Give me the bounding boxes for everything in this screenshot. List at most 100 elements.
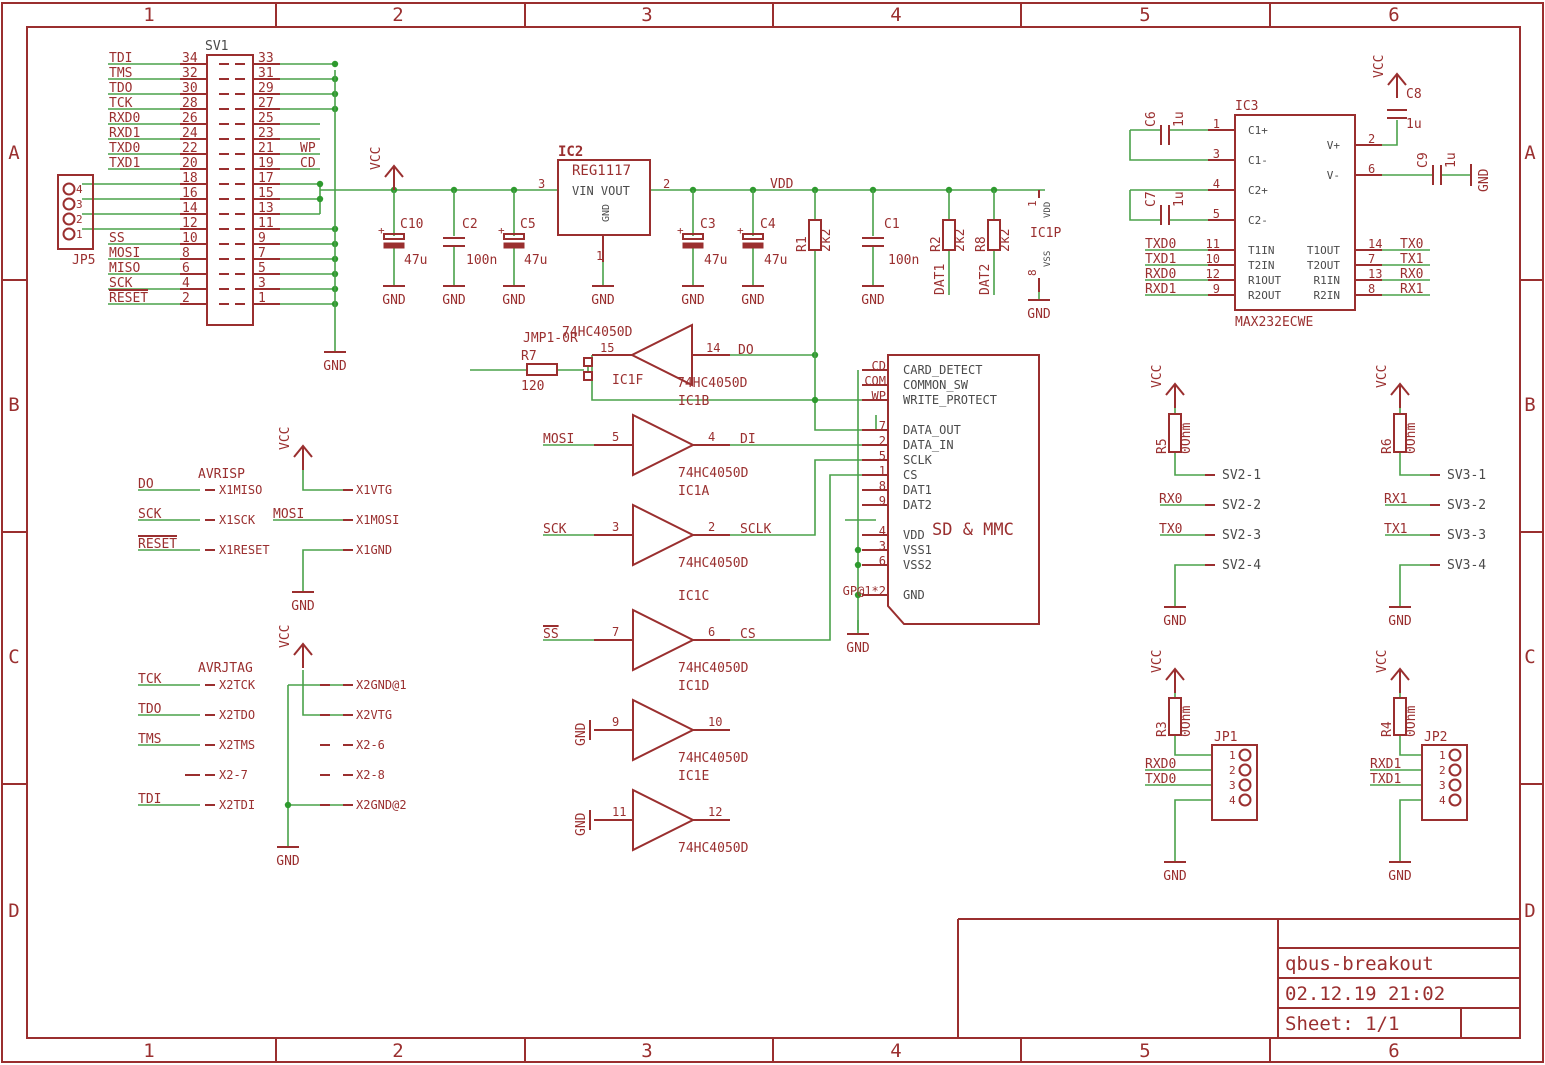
regulator-part: REG1117	[572, 163, 631, 179]
sd-pin-number: 1	[879, 464, 886, 478]
vcc-symbol	[293, 642, 313, 656]
conn-pin-name: SV2-1	[1222, 468, 1261, 483]
sd-pin-number: 3	[879, 539, 886, 553]
buffer-in-pin: 15	[600, 341, 614, 355]
cap-value: 47u	[704, 253, 727, 268]
cap-name: C7	[1144, 191, 1159, 207]
max232-name: IC3	[1235, 99, 1258, 114]
sv1-net-label: RESET	[109, 291, 148, 306]
sv1-pin-number: 5	[258, 261, 266, 276]
net-label: RX0	[1159, 492, 1182, 507]
jp-pin	[1448, 778, 1462, 792]
net-label: RESET	[138, 537, 177, 552]
conn-pin-name: SV3-4	[1447, 558, 1486, 573]
col-label: 5	[1139, 1040, 1150, 1062]
resistor-value: 0Ohm	[1404, 706, 1419, 737]
jp5-pin-number: 3	[76, 198, 83, 211]
sv1-pin-number: 3	[258, 276, 266, 291]
resistor-value: 0Ohm	[1179, 706, 1194, 737]
sv1-pin-number: 2	[182, 291, 190, 306]
max232-pin-number: 9	[1213, 282, 1220, 296]
sv1-net-label: MOSI	[109, 246, 140, 261]
sv1-net-label: TDO	[109, 81, 133, 96]
sd-pin-number: 5	[879, 449, 886, 463]
jp5-name: JP5	[72, 253, 95, 268]
sv1-pin-number: 27	[258, 96, 274, 111]
sv1-pin-number: 31	[258, 66, 274, 81]
ic1p-vss: VSS	[1043, 251, 1053, 267]
buffer-part-top: 74HC4050D	[562, 325, 633, 340]
col-label: 3	[641, 1040, 652, 1062]
conn-pin-name: X2TMS	[219, 738, 255, 752]
cap-value: 47u	[404, 253, 427, 268]
jp-pin-number: 4	[1229, 794, 1236, 807]
sv1-pin-number: 17	[258, 171, 274, 186]
ic1p-name: IC1P	[1030, 226, 1061, 241]
buffer-name: IC1C	[678, 589, 709, 604]
buffer-in-pin: 11	[612, 805, 626, 819]
col-label: 1	[143, 1040, 154, 1062]
sv1-pin-number: 14	[182, 201, 198, 216]
sd-label: SD & MMC	[932, 520, 1014, 540]
conn-pin-name: X2-7	[219, 768, 248, 782]
jp-pin	[1238, 778, 1252, 792]
regulator-pin-in: 3	[538, 177, 545, 191]
cap-polarity: +	[677, 224, 684, 237]
jp5-pin	[62, 197, 76, 211]
resistor-name: R3	[1155, 721, 1170, 737]
cap-plate-filled	[682, 242, 704, 249]
max232-pin-number: 6	[1368, 162, 1375, 176]
wire	[1174, 799, 1212, 848]
max232-body	[1234, 114, 1356, 311]
conn-pin-name: X2VTG	[356, 708, 392, 722]
net-label: RXD1	[1370, 757, 1401, 772]
net-label: RXD1	[1145, 282, 1176, 297]
junction-dot	[284, 801, 292, 809]
cap-name: C10	[400, 217, 423, 232]
max232-pin-number: 10	[1206, 252, 1220, 266]
net-label: RXD0	[1145, 267, 1176, 282]
max232-pin-number: 14	[1368, 237, 1382, 251]
conn-pin-name: X2TDO	[219, 708, 255, 722]
resistor-value: 0Ohm	[1404, 423, 1419, 454]
gnd-label: GND	[741, 293, 765, 308]
jp-pin	[1238, 748, 1252, 762]
max232-pin-name: T2IN	[1248, 259, 1275, 272]
conn-pin-name: X1MOSI	[356, 513, 399, 527]
jp-pin-number: 4	[1439, 794, 1446, 807]
wire	[1129, 190, 1161, 221]
gnd-label: GND	[291, 599, 315, 614]
ic1p-pin: 8	[1026, 269, 1039, 276]
resistor-body	[808, 219, 822, 251]
jp-pin	[1448, 748, 1462, 762]
title-date: 02.12.19 21:02	[1285, 983, 1445, 1005]
net-label: TXD1	[1370, 772, 1401, 787]
buffer-part: 74HC4050D	[678, 661, 749, 676]
resistor-body	[942, 219, 956, 251]
buffer-part: 74HC4050D	[678, 841, 749, 856]
sv1-net-label: MISO	[109, 261, 140, 276]
sv1-pin-number: 7	[258, 246, 266, 261]
jp5-pin-number: 1	[76, 228, 83, 241]
cap-plate-filled	[383, 242, 405, 249]
gnd-label: GND	[323, 359, 347, 374]
max232-pin-name: T1OUT	[1307, 244, 1340, 257]
row-label: D	[8, 900, 19, 922]
max232-pin-name: R2OUT	[1248, 289, 1281, 302]
col-label: 3	[641, 4, 652, 26]
vcc-label: VCC	[1150, 650, 1165, 673]
net-label: RX0	[1400, 267, 1423, 282]
max232-pin-name: C2+	[1248, 184, 1268, 197]
vcc-label: VCC	[1375, 365, 1390, 388]
avrisp-name: AVRISP	[198, 467, 245, 482]
cap-polarity: +	[498, 224, 505, 237]
net-label: TCK	[138, 672, 162, 687]
jp-name: JP2	[1424, 730, 1447, 745]
cap-plate-filled	[503, 242, 525, 249]
gnd-label: GND	[382, 293, 406, 308]
resistor-name: R8	[974, 236, 989, 252]
r7-value: 120	[521, 379, 544, 394]
regulator-name: IC2	[558, 144, 583, 160]
sv1-pin-number: 25	[258, 111, 274, 126]
cap-name: C9	[1416, 152, 1431, 168]
